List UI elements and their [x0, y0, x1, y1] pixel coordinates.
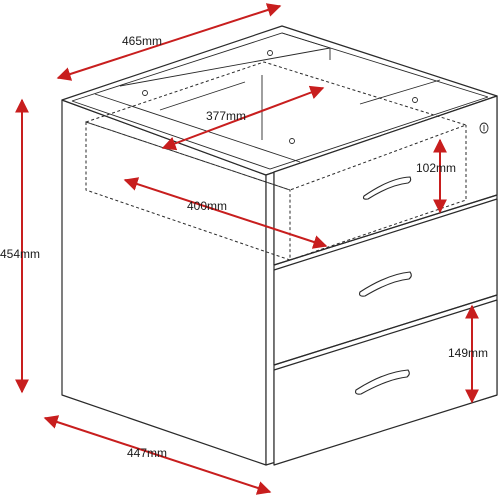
- dimension-labels: 465mm 377mm 400mm 102mm 454mm 149mm 447m…: [0, 34, 488, 460]
- screw-hole: [289, 138, 295, 144]
- top-inner-front: [71, 96, 489, 170]
- screw-hole: [267, 50, 273, 56]
- screw-hole: [412, 97, 418, 103]
- front-width-label: 447mm: [127, 446, 167, 460]
- drawers: [273, 95, 498, 466]
- top-drawer-height-label: 102mm: [416, 161, 456, 175]
- drawer-gap: [273, 194, 498, 266]
- drawer-depth-arrow: [123, 177, 328, 249]
- inner-width-arrow: [161, 85, 325, 151]
- middle-drawer-handle: [359, 271, 412, 297]
- front-width-arrow: [43, 415, 272, 495]
- drawer-depth-label: 400mm: [187, 199, 227, 213]
- top-depth-label: 465mm: [122, 34, 162, 48]
- inner-rail-back: [281, 32, 331, 49]
- drawer-gap: [273, 294, 498, 366]
- drawer-outline-front: [289, 125, 467, 261]
- drawer-outline-side: [85, 121, 291, 261]
- total-height-label: 454mm: [0, 247, 40, 261]
- bottom-drawer-height-label: 149mm: [448, 346, 488, 360]
- screw-hole: [142, 90, 148, 96]
- inner-width-label: 377mm: [206, 109, 246, 123]
- inner-rail-right: [359, 79, 441, 105]
- drawer-depth-outline: [84, 61, 468, 261]
- top-drawer-handle: [362, 176, 412, 200]
- dimension-arrows: [15, 3, 479, 495]
- bottom-drawer-handle: [355, 369, 410, 395]
- top-depth-arrow: [56, 3, 282, 81]
